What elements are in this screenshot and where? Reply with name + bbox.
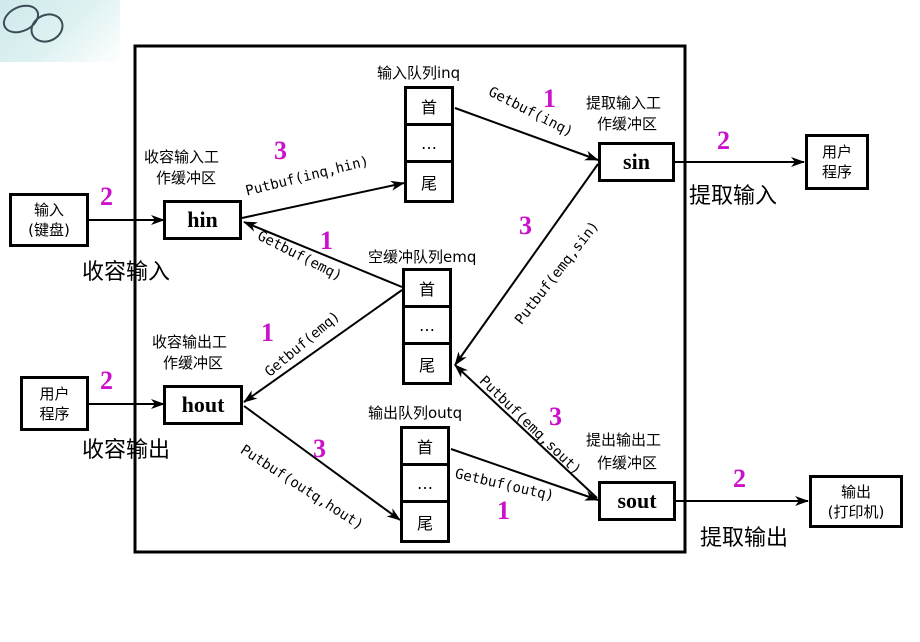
keyboard-input-box: 输入 (键盘) <box>9 193 89 247</box>
inq-title: 输入队列inq <box>377 64 461 82</box>
user-program-output-box: 用户 程序 <box>805 134 869 190</box>
outq-tail: 尾 <box>416 513 433 533</box>
hin-caption-2: 作缓冲区 <box>156 169 217 187</box>
extract-output-label: 提取输出 <box>700 526 789 551</box>
user-out-line1: 用户 <box>821 143 852 161</box>
edge-getbuf-outq <box>450 448 599 501</box>
step-number: 2 <box>100 182 113 211</box>
step-number: 3 <box>313 434 326 463</box>
printer-line1: 输出 <box>840 482 871 501</box>
emq-middle: … <box>405 308 449 345</box>
hout-buffer: hout <box>163 385 243 425</box>
keyboard-line2: (键盘) <box>28 221 70 239</box>
step-number: 3 <box>549 402 562 431</box>
edge-putbuf-outq-hout <box>243 405 401 521</box>
buffer-pool-frame <box>133 44 687 554</box>
edge-putbuf-emq-sin <box>454 163 599 366</box>
collect-output-label: 收容输出 <box>82 438 171 463</box>
inq-queue: 首 … 尾 <box>404 86 454 203</box>
emq-queue: 首 … 尾 <box>402 268 452 385</box>
edge-getbuf-emq-hin <box>243 221 403 288</box>
extract-input-label: 提取输入 <box>689 184 778 209</box>
step-number: 1 <box>320 226 333 255</box>
sin-buffer: sin <box>598 142 675 182</box>
sout-caption-2: 作缓冲区 <box>597 454 658 472</box>
edge-getbuf-emq-hout <box>243 289 403 403</box>
step-number: 1 <box>543 84 556 113</box>
step-number: 2 <box>733 464 746 493</box>
hout-caption-2: 作缓冲区 <box>163 354 224 372</box>
emq-head: 首 <box>405 271 449 308</box>
collect-input-label: 收容输入 <box>82 260 171 285</box>
sin-caption-1: 提取输入工 <box>586 94 662 112</box>
step-number: 2 <box>717 126 730 155</box>
printer-output-box: 输出 (打印机) <box>809 475 903 528</box>
keyboard-line1: 输入 <box>33 201 64 219</box>
outq-middle: … <box>403 466 447 503</box>
emq-title: 空缓冲队列emq <box>368 248 477 266</box>
outq-queue: 首 … 尾 <box>400 426 450 543</box>
sin-caption-2: 作缓冲区 <box>597 115 658 133</box>
hin-caption-1: 收容输入工 <box>144 148 220 166</box>
outq-title: 输出队列outq <box>368 404 463 422</box>
user-program-input-box: 用户 程序 <box>20 376 89 431</box>
step-number: 3 <box>519 211 532 240</box>
inq-middle: … <box>407 126 451 163</box>
edge-putbuf-emq-sout <box>454 364 598 499</box>
user-out-line2: 程序 <box>821 163 852 181</box>
hin-buffer: hin <box>163 200 242 240</box>
hout-caption-1: 收容输出工 <box>152 333 228 351</box>
user-in-line1: 用户 <box>39 384 70 403</box>
inq-head: 首 <box>407 89 451 126</box>
sout-caption-1: 提出输出工 <box>586 431 662 449</box>
edge-getbuf-inq <box>454 107 599 161</box>
step-number: 3 <box>274 136 287 165</box>
outq-head: 首 <box>403 429 447 466</box>
sout-buffer: sout <box>598 481 676 521</box>
user-in-line2: 程序 <box>39 404 70 423</box>
inq-tail: 尾 <box>420 173 437 193</box>
glasses-decoration <box>0 0 120 62</box>
edge-putbuf-inq-hin <box>241 180 405 219</box>
step-number: 2 <box>100 366 113 395</box>
step-number: 1 <box>261 318 274 347</box>
step-number: 1 <box>497 496 510 525</box>
printer-line2: (打印机) <box>827 502 885 521</box>
emq-tail: 尾 <box>418 355 435 375</box>
